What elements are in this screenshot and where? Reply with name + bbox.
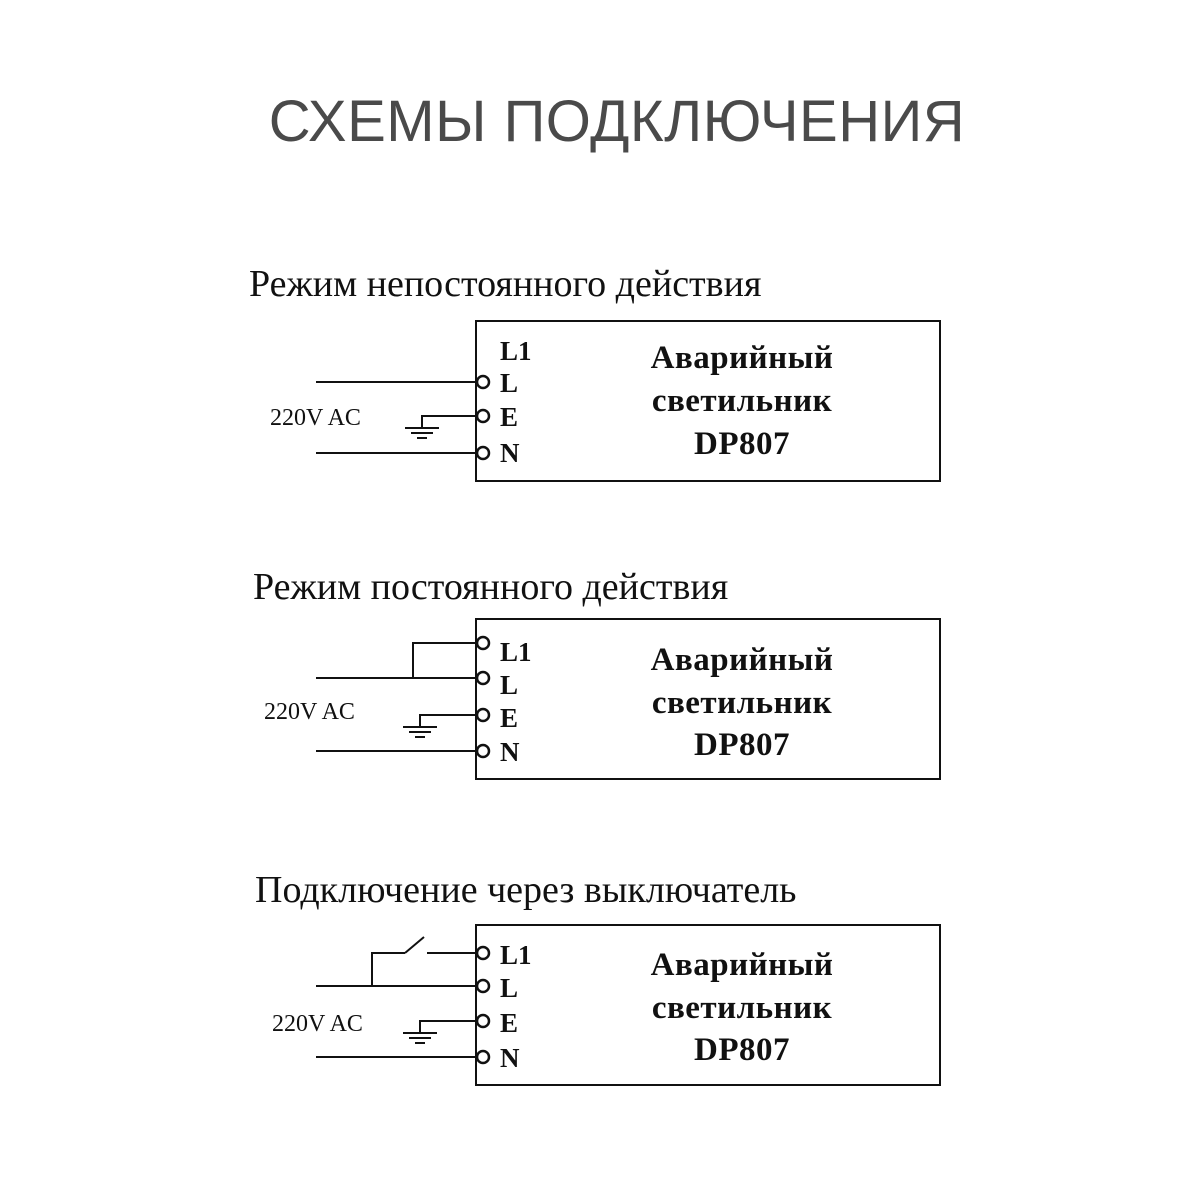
scheme-maintained: Режим постоянного действия L1 L E N 220V… — [0, 0, 1200, 780]
terminal-n — [475, 1049, 491, 1065]
device-label-line3: DP807 — [694, 727, 790, 763]
switch-contact — [404, 936, 425, 954]
supply-label: 220V AC — [264, 699, 355, 725]
terminal-l — [475, 978, 491, 994]
terminal-l1 — [475, 945, 491, 961]
supply-label: 220V AC — [270, 405, 361, 431]
terminal-label-l1: L1 — [500, 336, 532, 366]
page-title: СХЕМЫ ПОДКЛЮЧЕНИЯ — [268, 89, 966, 154]
device-label-line3: DP807 — [694, 426, 790, 462]
ground-symbol — [405, 415, 476, 439]
device-label-line3: DP807 — [694, 1032, 790, 1068]
terminal-label-l: L — [500, 670, 518, 700]
device-label-line1: Аварийный — [651, 642, 834, 678]
terminal-label-e: E — [500, 402, 518, 432]
terminal-e — [475, 1013, 491, 1029]
terminal-label-l1: L1 — [500, 940, 532, 970]
terminal-label-l: L — [500, 973, 518, 1003]
terminal-n — [475, 743, 491, 759]
terminal-e — [475, 408, 491, 424]
scheme-title: Подключение через выключатель — [255, 869, 797, 911]
terminal-n — [475, 445, 491, 461]
scheme-non-maintained: Режим непостоянного действия L1 L E N 22… — [0, 0, 1200, 482]
terminal-label-e: E — [500, 703, 518, 733]
wire-to-switch — [371, 952, 405, 986]
scheme-title: Режим постоянного действия — [253, 566, 729, 608]
scheme-switched: Подключение через выключатель L1 L E N 2… — [0, 0, 1200, 1086]
device-box — [475, 618, 941, 780]
terminal-label-e: E — [500, 1008, 518, 1038]
device-label-line1: Аварийный — [651, 947, 834, 983]
jumper-l-l1 — [412, 642, 476, 678]
device-label-line2: светильник — [652, 383, 832, 419]
terminal-label-l: L — [500, 368, 518, 398]
ground-symbol — [403, 714, 476, 738]
terminal-l1 — [475, 635, 491, 651]
terminal-l — [475, 670, 491, 686]
device-box — [475, 320, 941, 482]
terminal-label-l1: L1 — [500, 637, 532, 667]
terminal-label-n: N — [500, 1043, 520, 1073]
supply-label: 220V AC — [272, 1011, 363, 1037]
terminal-e — [475, 707, 491, 723]
terminal-label-n: N — [500, 438, 520, 468]
device-label-line2: светильник — [652, 990, 832, 1026]
terminal-label-n: N — [500, 737, 520, 767]
device-label-line1: Аварийный — [651, 340, 834, 376]
scheme-title: Режим непостоянного действия — [249, 263, 762, 305]
ground-symbol — [403, 1020, 476, 1044]
device-box — [475, 924, 941, 1086]
terminal-l — [475, 374, 491, 390]
device-label-line2: светильник — [652, 685, 832, 721]
